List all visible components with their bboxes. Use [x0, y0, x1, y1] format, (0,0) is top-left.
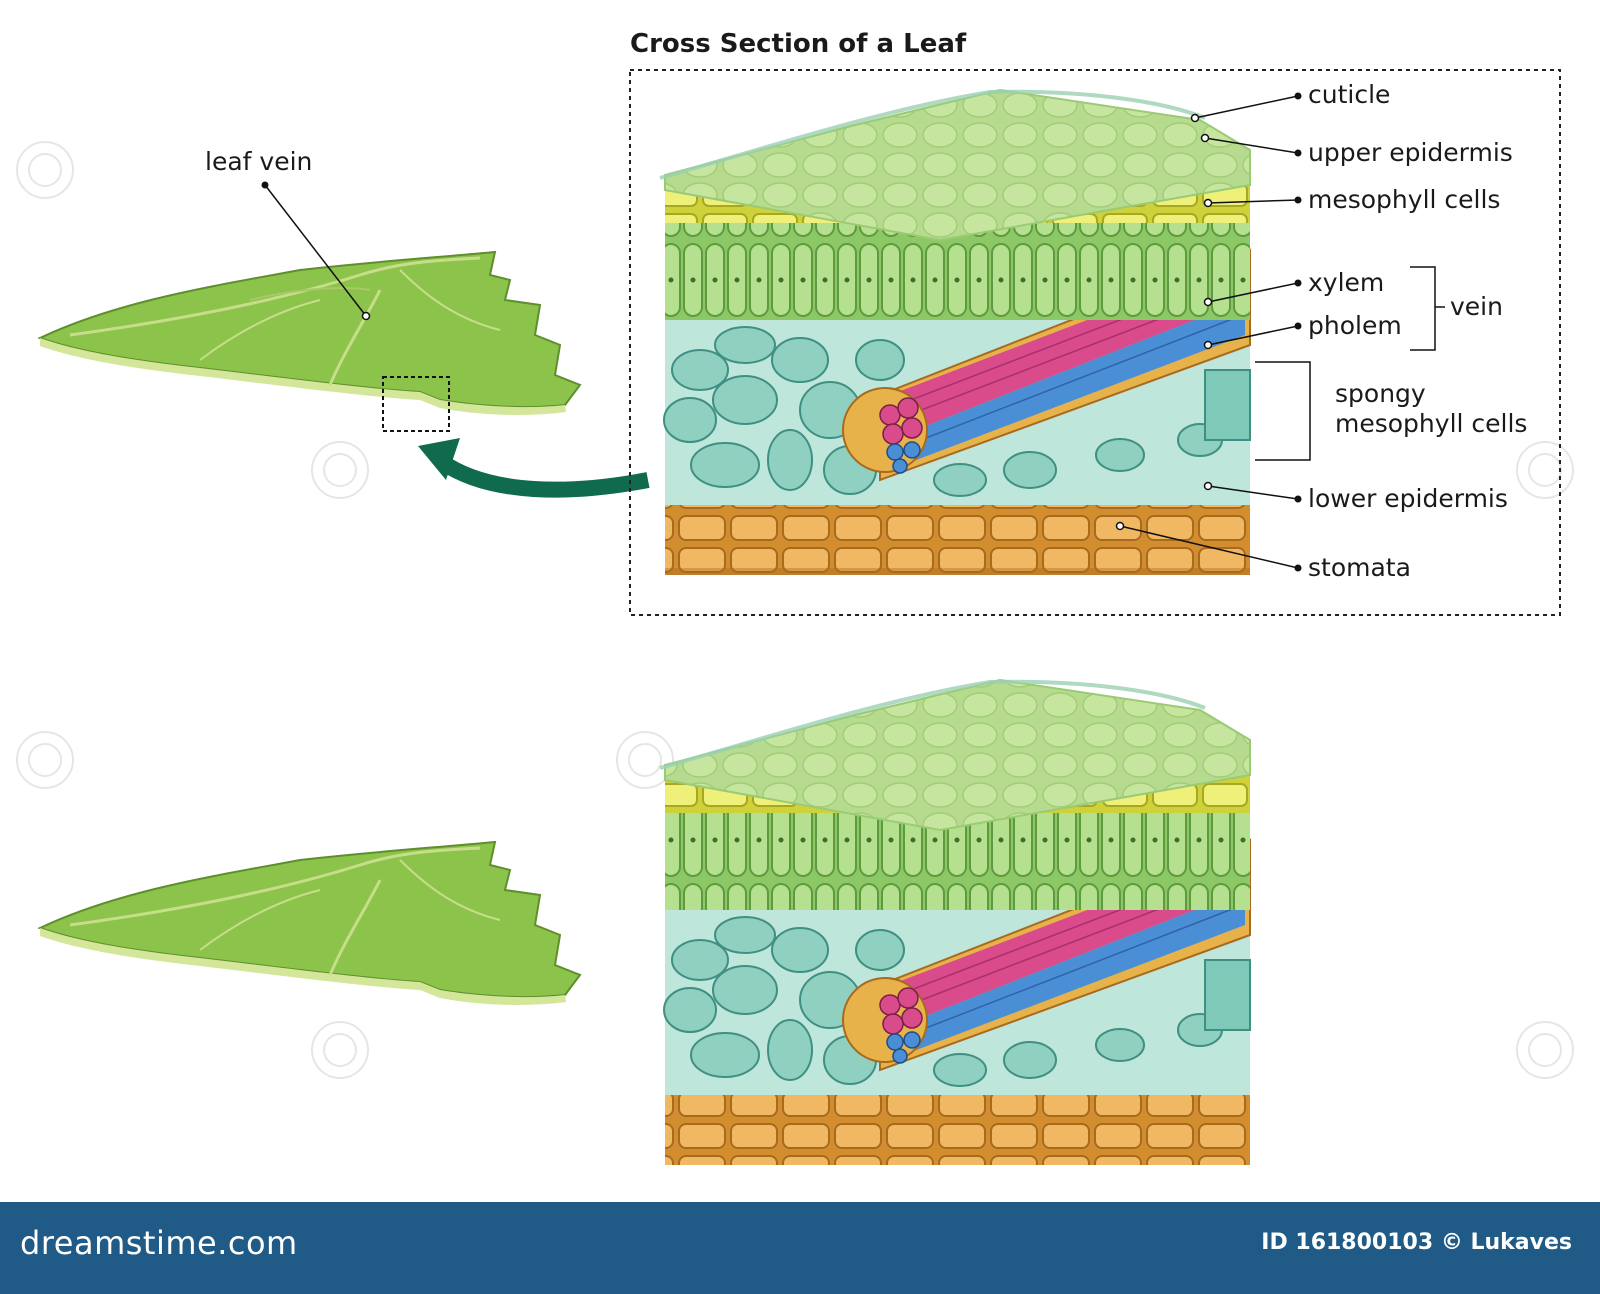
label-mesophyll-cells: mesophyll cells: [1308, 185, 1500, 214]
footer-brand-logo: dreamstime.com: [20, 1224, 298, 1262]
leaf-illustration-bottom: [37, 840, 582, 1005]
section-frame: [629, 69, 1561, 616]
label-leaders-top: [1115, 92, 1445, 572]
footer-bar: dreamstime.com ID 161800103 © Lukaves: [0, 1202, 1600, 1294]
label-cuticle: cuticle: [1308, 80, 1390, 109]
label-leaf-vein: leaf vein: [205, 147, 312, 176]
cross-section-bottom: [659, 678, 1251, 1165]
label-stomata: stomata: [1308, 553, 1411, 582]
leaf-diagram: leaf vein Cross Section of a Leaf: [16, 29, 1574, 1165]
label-upper-epidermis: upper epidermis: [1308, 138, 1513, 167]
cross-section-top: [659, 88, 1251, 575]
zoom-arrow: [418, 438, 650, 498]
label-lower-epidermis: lower epidermis: [1308, 484, 1508, 513]
cut-region-box: [382, 376, 450, 432]
label-spongy-line1: spongy: [1335, 379, 1426, 408]
label-pholem: pholem: [1308, 311, 1402, 340]
diagram-title: Cross Section of a Leaf: [630, 29, 967, 59]
label-xylem: xylem: [1308, 268, 1384, 297]
leaf-illustration-top: leaf vein: [37, 147, 582, 432]
label-vein: vein: [1450, 292, 1503, 321]
footer-image-credit: ID 161800103 © Lukaves: [1261, 1230, 1572, 1255]
label-spongy-line2: mesophyll cells: [1335, 409, 1527, 438]
